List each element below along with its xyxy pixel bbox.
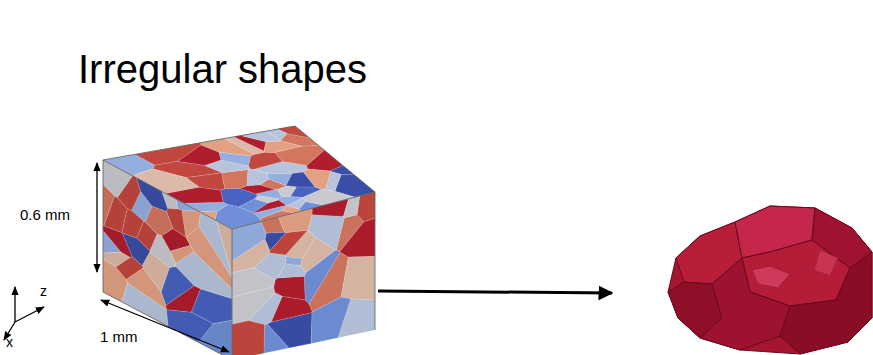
grain-cell [116,257,143,279]
axis-label: z [40,283,47,299]
grain-cell [340,218,375,257]
grain-cell [271,296,312,322]
grain-cell [222,170,248,189]
grain-cell [268,173,292,185]
grain-cell [217,221,232,275]
block-edges [103,126,375,355]
grain-cell [275,145,324,165]
grain-microstructure-block [103,126,375,355]
dimension-label: 1 mm [100,328,138,345]
grain-cell [232,268,275,297]
block-face [103,160,232,355]
depth-dimension-arrow [101,300,229,352]
grain-cell [270,230,308,255]
grain-cell [240,185,275,194]
grain-cell [277,186,296,197]
grain-cell [278,208,312,233]
height-dimension-arrow [96,163,97,272]
grain-cell [300,238,335,273]
extraction-arrow [378,291,612,293]
slide-title: Irregular shapes [78,46,367,92]
block-face [232,192,375,355]
grain-cell [312,199,348,217]
grain-cell [232,321,265,355]
axis-label: x [6,334,13,350]
grain-cell [303,169,330,190]
grain-cell [178,145,222,165]
grain-cell [278,264,306,278]
single-grain [668,206,872,354]
grain-cell [288,198,306,209]
grain-cell [255,196,278,204]
grain-cell [145,206,173,236]
grain-cell [219,152,251,166]
grain-cell [311,297,351,343]
grain-cell [142,252,169,292]
grain-cell [285,257,302,266]
block-face [103,126,375,229]
grain-cell [341,257,375,300]
grain-cell [122,209,144,238]
grain-cell [103,160,133,198]
dimension-label: 0.6 mm [20,206,70,223]
axis-triad [4,287,44,340]
grain-cell [170,245,194,263]
